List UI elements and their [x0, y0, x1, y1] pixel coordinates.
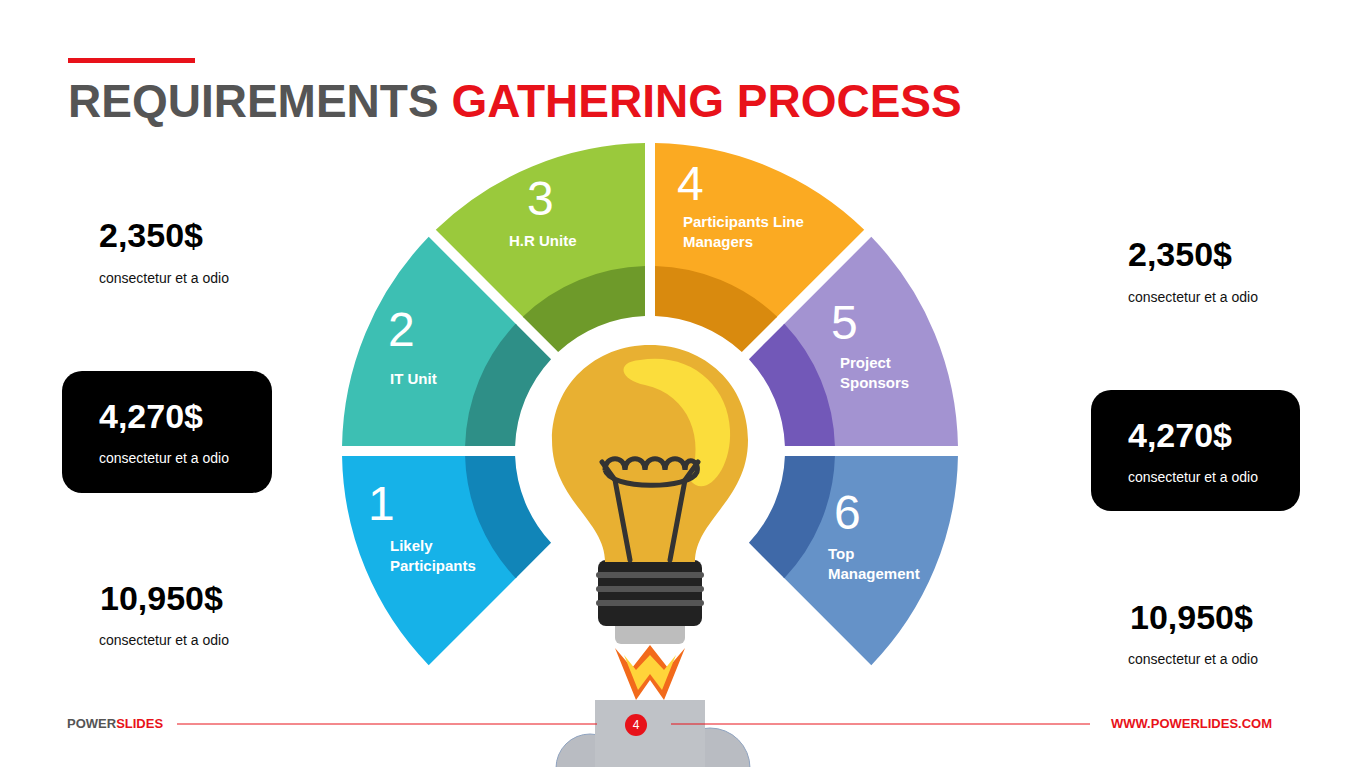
- page-number: 4: [633, 718, 640, 732]
- bulb-glass: [552, 345, 748, 562]
- page-badge: [625, 714, 647, 736]
- title-accent: [68, 58, 195, 63]
- step-number: 1: [368, 478, 395, 530]
- stat-value: 2,350$: [1128, 234, 1232, 274]
- stat-caption: consectetur et a odio: [1128, 650, 1258, 668]
- stat-value: 2,350$: [99, 215, 203, 255]
- step-label: IT Unit: [390, 369, 500, 389]
- segment-gear-band: [465, 456, 551, 578]
- bulb-highlight: [624, 359, 731, 487]
- flame: [615, 645, 685, 700]
- stat-box: 4,270$ consectetur et a odio: [1091, 390, 1300, 511]
- stat-caption: consectetur et a odio: [99, 631, 229, 649]
- segment-gear-band: [465, 324, 551, 446]
- segment-gear-band: [523, 266, 645, 352]
- step-label: Likely Participants: [390, 536, 500, 576]
- footer-line: [177, 724, 597, 725]
- stat-value: 4,270$: [99, 396, 203, 436]
- slide-title: REQUIREMENTS GATHERING PROCESS: [68, 74, 962, 128]
- step-number: 2: [388, 304, 415, 356]
- smoke-column: [595, 700, 705, 767]
- website-url: WWW.POWERLIDES.COM: [1111, 716, 1272, 732]
- bulb-thread: [596, 572, 704, 578]
- segment-gear-band: [655, 266, 777, 352]
- bulb-filament-coil: [605, 459, 697, 486]
- step-label: H.R Unite: [509, 231, 619, 251]
- stat-caption: consectetur et a odio: [99, 269, 229, 287]
- bulb-thread: [596, 600, 704, 606]
- segment-gear-band: [749, 324, 835, 446]
- segment-gear-band: [749, 456, 835, 578]
- step-number: 6: [834, 487, 861, 539]
- ring-segment: 5Project Sponsors: [743, 231, 960, 453]
- stat-caption: consectetur et a odio: [1128, 288, 1258, 306]
- stat-box: 4,270$ consectetur et a odio: [62, 371, 272, 493]
- stat-value: 10,950$: [1130, 597, 1253, 637]
- ring-segment: 6Top Management: [743, 449, 960, 671]
- step-label: Participants Line Managers: [683, 212, 823, 252]
- step-label: Top Management: [828, 544, 938, 584]
- flame: [624, 655, 676, 690]
- stat-caption: consectetur et a odio: [99, 449, 229, 467]
- bulb-thread: [596, 586, 704, 592]
- brand-name: POWERSLIDES: [67, 716, 163, 732]
- step-label: Project Sponsors: [840, 353, 930, 393]
- bulb-base: [598, 560, 702, 626]
- stat-value: 10,950$: [100, 578, 223, 618]
- footer-line: [671, 724, 1090, 725]
- ring-segment: 1Likely Participants: [340, 448, 557, 671]
- step-number: 3: [527, 173, 554, 225]
- bulb-filament: [602, 462, 698, 560]
- stat-value: 4,270$: [1128, 415, 1232, 455]
- ring-segment: 3H.R Unite: [430, 141, 652, 358]
- step-number: 5: [831, 297, 858, 349]
- stat-caption: consectetur et a odio: [1128, 468, 1258, 486]
- step-number: 4: [677, 158, 704, 210]
